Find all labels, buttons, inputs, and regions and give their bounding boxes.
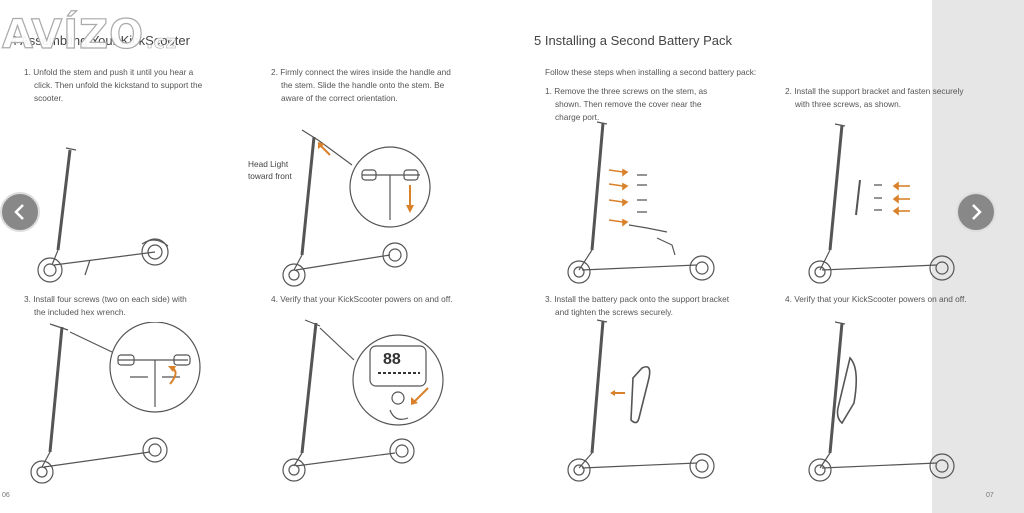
left-step-1: 1. Unfold the stem and push it until you…	[24, 66, 214, 105]
note-line: Head Light	[248, 159, 289, 169]
chevron-left-icon	[14, 204, 24, 220]
step-text: 2. Install the support bracket and faste…	[785, 86, 964, 96]
right-step-1: 1. Remove the three screws on the stem, …	[545, 85, 725, 124]
handle-connection-figure	[282, 129, 431, 287]
gray-margin	[932, 0, 1024, 513]
step-text: the stem. Slide the handle onto the stem…	[281, 80, 445, 103]
battery-intro: Follow these steps when installing a sec…	[545, 67, 757, 77]
step-text: 1. Unfold the stem and push it until you…	[24, 67, 194, 77]
step-text: with three screws, as shown.	[795, 99, 902, 109]
support-bracket-figure	[808, 123, 955, 284]
step-text: 3. Install four screws (two on each side…	[24, 294, 187, 304]
remove-screws-figure	[567, 121, 715, 284]
right-step-3: 3. Install the battery pack onto the sup…	[545, 293, 745, 319]
display-digits: 88	[383, 351, 401, 368]
right-step-4: 4. Verify that your KickScooter powers o…	[785, 293, 985, 306]
step-text: 1. Remove the three screws on the stem, …	[545, 86, 708, 96]
hex-wrench-figure	[30, 322, 201, 484]
step-text: and tighten the screws securely.	[555, 307, 673, 317]
section-title-battery: 5 Installing a Second Battery Pack	[534, 33, 733, 48]
next-page-button[interactable]	[956, 192, 996, 232]
right-step-2: 2. Install the support bracket and faste…	[785, 85, 980, 111]
watermark-brand: AVÍZO	[1, 11, 145, 58]
section-title-assembling: 4 Assembling Your KickScooter	[10, 33, 190, 48]
watermark-tld: .cz	[146, 32, 178, 54]
final-scooter-figure	[808, 321, 955, 482]
power-check-figure: 88	[282, 319, 444, 482]
left-step-3: 3. Install four screws (two on each side…	[24, 293, 214, 319]
step-text: shown. Then remove the cover near the ch…	[555, 99, 702, 122]
step-text: 4. Verify that your KickScooter powers o…	[785, 294, 967, 304]
page-number-right: 07	[986, 492, 994, 499]
step-text: 3. Install the battery pack onto the sup…	[545, 294, 730, 304]
scooter-unfolded-figure	[37, 147, 169, 283]
head-light-note: Head Light toward front	[248, 158, 292, 182]
left-step-2: 2. Firmly connect the wires inside the h…	[271, 66, 461, 105]
page-number-left: 06	[2, 492, 10, 499]
battery-pack-figure	[567, 319, 715, 482]
step-text: 2. Firmly connect the wires inside the h…	[271, 67, 451, 77]
prev-page-button[interactable]	[0, 192, 40, 232]
left-page: 4 Assembling Your KickScooter 1. Unfold …	[2, 33, 471, 499]
right-page: 5 Installing a Second Battery Pack Follo…	[512, 0, 994, 513]
step-text: 4. Verify that your KickScooter powers o…	[271, 294, 453, 304]
avizo-watermark-logo: AVÍZO.cz	[1, 11, 178, 58]
chevron-right-icon	[972, 204, 982, 220]
step-text: the included hex wrench.	[34, 307, 126, 317]
left-step-4: 4. Verify that your KickScooter powers o…	[271, 293, 471, 306]
note-line: toward front	[248, 171, 292, 181]
step-text: click. Then unfold the kickstand to supp…	[34, 80, 203, 103]
